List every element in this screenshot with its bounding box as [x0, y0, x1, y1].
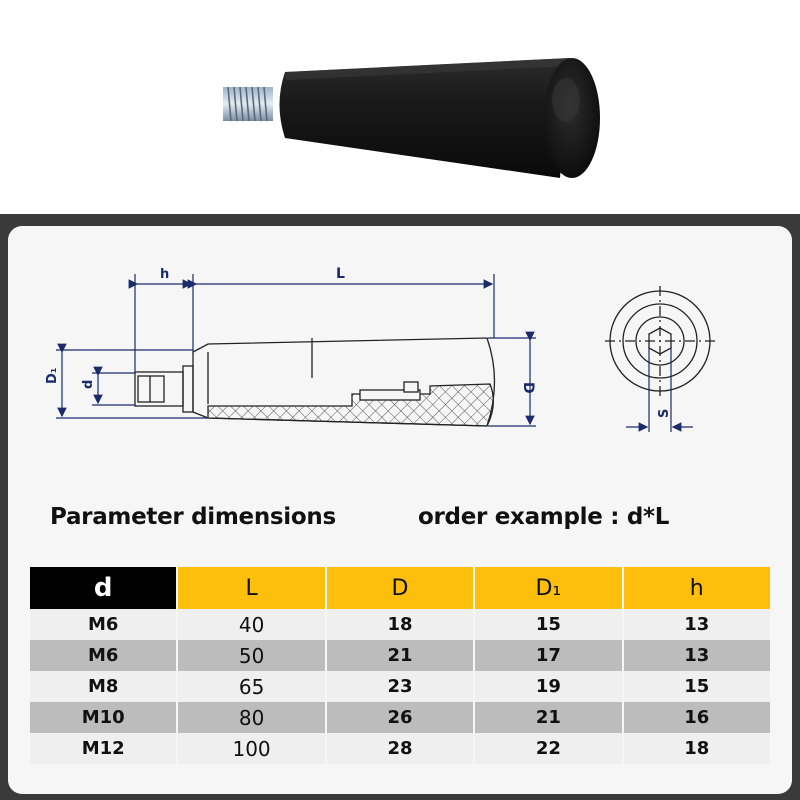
cell-D1: 17 — [475, 640, 622, 671]
table-header-row: d L D D₁ h — [30, 567, 770, 609]
knob-product-image — [223, 58, 600, 178]
cell-L: 50 — [178, 640, 325, 671]
cell-D: 28 — [326, 733, 474, 764]
cell-h: 15 — [623, 671, 770, 702]
cell-h: 13 — [623, 640, 770, 671]
parameter-heading: Parameter dimensions — [50, 504, 336, 530]
column-header-D1: D₁ — [475, 567, 622, 609]
cell-d: M6 — [30, 640, 177, 671]
cell-D1: 15 — [475, 609, 622, 640]
cell-D1: 22 — [475, 733, 622, 764]
dim-label-D1: D₁ — [45, 368, 60, 385]
dim-label-h: h — [160, 267, 169, 282]
cell-L: 65 — [178, 671, 325, 702]
cell-h: 18 — [623, 733, 770, 764]
column-header-h: h — [623, 567, 770, 609]
cell-D: 23 — [326, 671, 474, 702]
cell-h: 13 — [623, 609, 770, 640]
cell-L: 100 — [178, 733, 325, 764]
table-row: M8 65 23 19 15 — [30, 671, 770, 702]
table-row: M12 100 28 22 18 — [30, 733, 770, 764]
cell-h: 16 — [623, 702, 770, 733]
cell-d: M6 — [30, 609, 177, 640]
cell-D: 26 — [326, 702, 474, 733]
cell-D1: 21 — [475, 702, 622, 733]
cell-D1: 19 — [475, 671, 622, 702]
dim-label-d: d — [81, 380, 96, 389]
cell-L: 40 — [178, 609, 325, 640]
dim-label-D: D — [520, 382, 536, 394]
column-header-L: L — [178, 567, 325, 609]
table-row: M10 80 26 21 16 — [30, 702, 770, 733]
knob-end-view-drawing — [605, 286, 715, 396]
cell-D: 18 — [326, 609, 474, 640]
column-header-D: D — [326, 567, 474, 609]
column-header-d: d — [30, 567, 177, 609]
dim-label-S: S — [657, 409, 672, 418]
cell-d: M8 — [30, 671, 177, 702]
technical-drawing: h L D₁ d D S — [45, 266, 715, 432]
dim-label-L: L — [336, 266, 345, 282]
cell-d: M10 — [30, 702, 177, 733]
cell-L: 80 — [178, 702, 325, 733]
product-photo-area — [0, 0, 800, 212]
cell-d: M12 — [30, 733, 177, 764]
table-row: M6 40 18 15 13 — [30, 609, 770, 640]
cell-D: 21 — [326, 640, 474, 671]
order-example-heading: order example : d*L — [418, 504, 670, 530]
knob-side-drawing — [134, 337, 496, 427]
table-row: M6 50 21 17 13 — [30, 640, 770, 671]
dimension-table: d L D D₁ h M6 40 18 15 13 M6 50 21 17 13… — [28, 567, 772, 764]
